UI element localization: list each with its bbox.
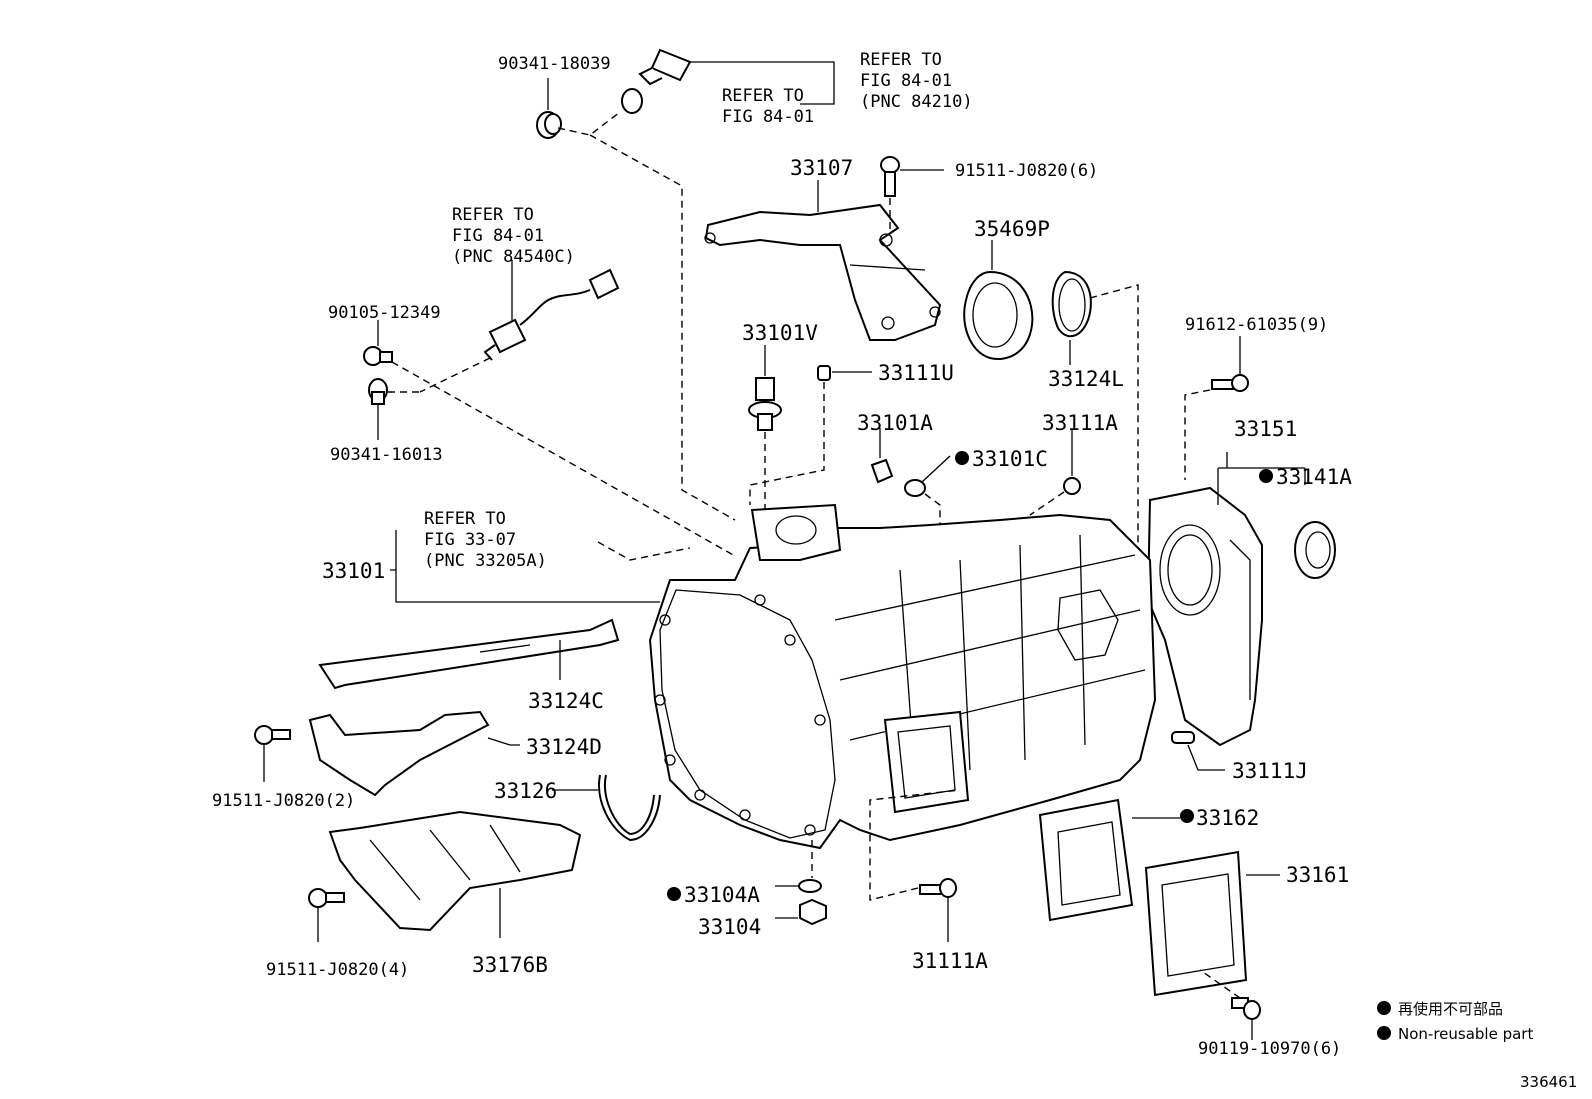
plug-90341-18039-icon: [536, 111, 562, 139]
label-33111U: 33111U: [878, 361, 954, 385]
undercover-33176B-icon: [328, 810, 582, 932]
label-90119-10970-6: 90119-10970(6): [1198, 1039, 1341, 1059]
diagram-id: 336461: [1520, 1073, 1577, 1091]
transmission-case-33101-icon: [648, 503, 1157, 850]
ref-84-01-line1: REFER TO: [722, 86, 804, 106]
label-33176B: 33176B: [472, 953, 548, 977]
legend-dot-jp: [1377, 1001, 1391, 1015]
oil-guide-33124C-icon: [318, 618, 620, 690]
ref-84210-line1: REFER TO: [860, 50, 942, 70]
bolt-91511-4-icon: [308, 888, 345, 908]
plug-33101A-icon: [870, 458, 894, 484]
label-33104A: 33104A: [684, 883, 760, 907]
legend-en: Non-reusable part: [1398, 1025, 1533, 1043]
label-33111J: 33111J: [1232, 759, 1308, 783]
label-31111A: 31111A: [912, 949, 988, 973]
bolt-91511-6-icon: [880, 156, 900, 197]
washer-33104A-icon: [798, 879, 822, 893]
bolt-31111A-icon: [919, 878, 957, 898]
oil-seal-33141A-icon: [1294, 521, 1336, 579]
label-33111A-top: 33111A: [1042, 411, 1118, 435]
gasket-33162-icon: [1038, 798, 1134, 922]
label-33161: 33161: [1286, 863, 1349, 887]
plug-90341-16013-icon: [368, 378, 388, 405]
label-33101V: 33101V: [742, 321, 818, 345]
non-reusable-mark: [955, 451, 969, 465]
non-reusable-mark: [1180, 809, 1194, 823]
speed-sensor-icon: [483, 268, 620, 361]
non-reusable-mark: [1259, 469, 1273, 483]
bolt-90119-icon: [1231, 997, 1261, 1020]
ref-84210-line2: FIG 84-01: [860, 71, 952, 91]
label-33151: 33151: [1234, 417, 1297, 441]
pin-33111U-icon: [817, 365, 831, 381]
ref-33205A-line3: (PNC 33205A): [424, 551, 547, 571]
plug-33111A-icon: [1063, 477, 1081, 495]
label-91612-61035-9: 91612-61035(9): [1185, 315, 1328, 335]
label-90341-16013: 90341-16013: [330, 445, 443, 465]
label-33162: 33162: [1196, 806, 1259, 830]
label-33101C: 33101C: [972, 447, 1048, 471]
bolt-91612-icon: [1211, 374, 1249, 392]
label-91511-J0820-4: 91511-J0820(4): [266, 960, 409, 980]
extension-housing-33151-icon: [1146, 486, 1263, 747]
retainer-35469P-icon: [963, 270, 1034, 360]
label-91511-J0820-2: 91511-J0820(2): [212, 791, 355, 811]
legend-dot-en: [1377, 1026, 1391, 1040]
label-33124C: 33124C: [528, 689, 604, 713]
ref-84540C-line2: FIG 84-01: [452, 226, 544, 246]
non-reusable-mark: [667, 887, 681, 901]
gasket-33126-icon: [598, 774, 661, 842]
bolt-91511-2-icon: [254, 725, 291, 745]
oil-guide-33124D-icon: [308, 710, 490, 797]
ref-33205A-line2: FIG 33-07: [424, 530, 516, 550]
label-33126: 33126: [494, 779, 557, 803]
label-33101A: 33101A: [857, 411, 933, 435]
washer-33101C-icon: [904, 479, 926, 497]
switch-sensor-icon: [621, 48, 692, 114]
label-33104: 33104: [698, 915, 761, 939]
seal-33124L-icon: [1051, 270, 1092, 338]
label-90105-12349: 90105-12349: [328, 303, 441, 323]
label-33107: 33107: [790, 156, 853, 180]
label-33124L: 33124L: [1048, 367, 1124, 391]
label-33141A: 33141A: [1276, 465, 1352, 489]
label-90341-18039: 90341-18039: [498, 54, 611, 74]
label-33124D: 33124D: [526, 735, 602, 759]
cover-plate-33107-icon: [704, 203, 942, 341]
drain-plug-33104-icon: [799, 898, 827, 926]
label-91511-J0820-6: 91511-J0820(6): [955, 161, 1098, 181]
legend-jp: 再使用不可部品: [1398, 1000, 1503, 1018]
ref-84210-line3: (PNC 84210): [860, 92, 973, 112]
ref-33205A-line1: REFER TO: [424, 509, 506, 529]
ref-84540C-line1: REFER TO: [452, 205, 534, 225]
label-35469P: 35469P: [974, 217, 1050, 241]
ref-84-01-line2: FIG 84-01: [722, 107, 814, 127]
bolt-90105-icon: [363, 346, 393, 366]
ref-84540C-line3: (PNC 84540C): [452, 247, 575, 267]
pin-33111J-icon: [1171, 731, 1195, 744]
breather-33101V-icon: [748, 377, 782, 431]
label-33101: 33101: [322, 559, 385, 583]
side-cover-33161-icon: [1144, 850, 1248, 997]
